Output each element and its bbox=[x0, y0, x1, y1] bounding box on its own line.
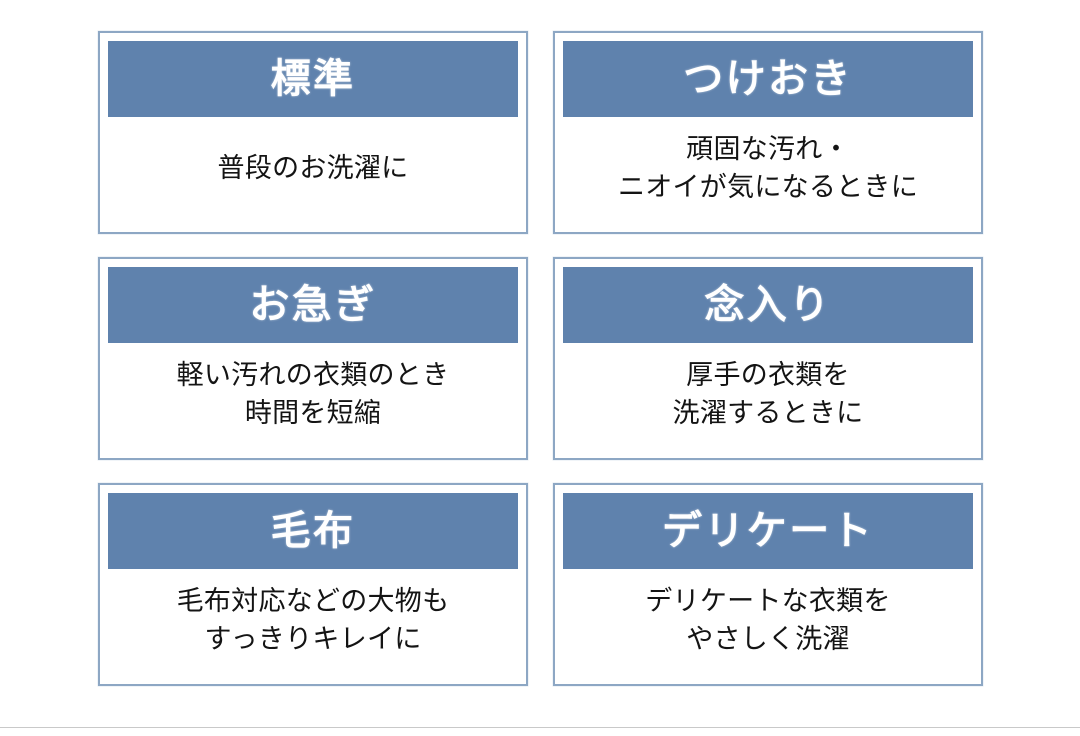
course-card-description: 普段のお洗濯に bbox=[217, 152, 409, 183]
course-card-body: 頑固な汚れ・ ニオイが気になるときに bbox=[563, 117, 973, 224]
course-card-header: 標準 bbox=[108, 41, 518, 117]
course-card-description: 毛布対応などの大物も すっきりキレイに bbox=[176, 586, 450, 654]
course-card-hyoujun[interactable]: 標準 普段のお洗濯に bbox=[98, 31, 528, 234]
course-card-moufu[interactable]: 毛布 毛布対応などの大物も すっきりキレイに bbox=[98, 483, 528, 686]
course-card-header: デリケート bbox=[563, 493, 973, 569]
course-card-body: 軽い汚れの衣類のとき 時間を短縮 bbox=[108, 343, 518, 450]
course-card-header: つけおき bbox=[563, 41, 973, 117]
course-card-title: 標準 bbox=[270, 57, 356, 101]
course-card-title: 念入り bbox=[704, 283, 832, 327]
course-card-title: デリケート bbox=[662, 509, 874, 553]
course-card-body: デリケートな衣類を やさしく洗濯 bbox=[563, 569, 973, 676]
course-card-tsukeoki[interactable]: つけおき 頑固な汚れ・ ニオイが気になるときに bbox=[553, 31, 983, 234]
bottom-divider bbox=[0, 727, 1080, 728]
course-card-grid: 標準 普段のお洗濯に つけおき 頑固な汚れ・ ニオイが気になるときに お急ぎ 軽… bbox=[98, 31, 983, 696]
course-card-oisogi[interactable]: お急ぎ 軽い汚れの衣類のとき 時間を短縮 bbox=[98, 257, 528, 460]
course-card-body: 普段のお洗濯に bbox=[108, 117, 518, 224]
course-card-header: 念入り bbox=[563, 267, 973, 343]
course-card-header: お急ぎ bbox=[108, 267, 518, 343]
course-card-title: 毛布 bbox=[270, 509, 356, 553]
course-card-description: 頑固な汚れ・ ニオイが気になるときに bbox=[618, 134, 918, 202]
course-card-nenniri[interactable]: 念入り 厚手の衣類を 洗濯するときに bbox=[553, 257, 983, 460]
course-card-description: デリケートな衣類を やさしく洗濯 bbox=[645, 586, 891, 654]
course-card-body: 厚手の衣類を 洗濯するときに bbox=[563, 343, 973, 450]
course-card-body: 毛布対応などの大物も すっきりキレイに bbox=[108, 569, 518, 676]
course-card-description: 厚手の衣類を 洗濯するときに bbox=[672, 360, 864, 428]
course-card-delicate[interactable]: デリケート デリケートな衣類を やさしく洗濯 bbox=[553, 483, 983, 686]
course-card-header: 毛布 bbox=[108, 493, 518, 569]
course-card-description: 軽い汚れの衣類のとき 時間を短縮 bbox=[176, 360, 450, 428]
course-card-title: つけおき bbox=[683, 57, 853, 101]
course-card-title: お急ぎ bbox=[249, 283, 377, 327]
